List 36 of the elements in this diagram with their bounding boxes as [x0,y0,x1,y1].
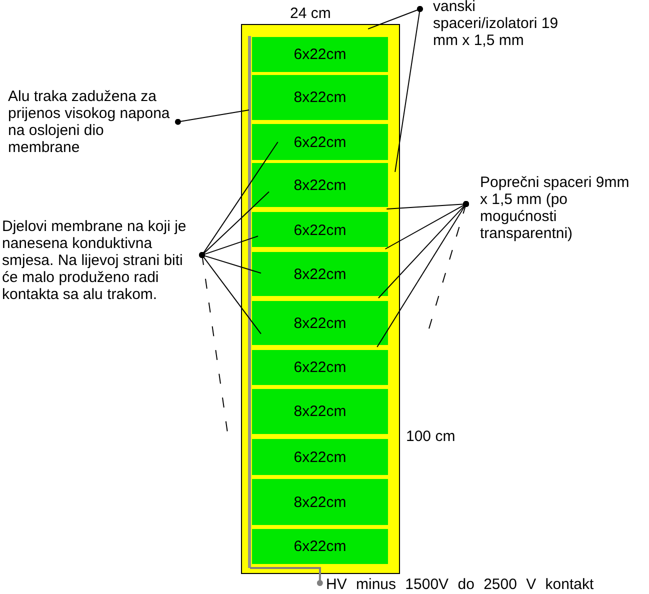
membrane-strip [252,75,388,120]
membrane-strip [252,439,388,475]
callout-text: vanski spaceri/izolatori 19 mm x 1,5 mm [433,0,558,49]
strip-size-label: 6x22cm [294,222,346,238]
aluminium-strip [248,36,251,568]
dimension-label: 24 cm [290,5,331,22]
membrane-strip [252,389,388,434]
callout-text: Djelovi membrane na koji je nanesena konduktivna smjesa. Na lijevoj strani biti će malo produženo radi kontakta sa alu trakom. [2,218,186,303]
strip-size-label: 6x22cm [294,538,346,555]
membrane-strip [252,252,388,297]
leader-line [394,6,423,172]
membrane-strip [252,163,388,208]
strip-size-label: 6x22cm [294,358,346,376]
strip-size-label: 8x22cm [294,266,346,283]
strip-size-label: 8x22cm [294,315,346,332]
outer-frame [241,24,400,574]
leader-line [250,567,323,586]
strip-size-label: 8x22cm [294,403,346,420]
membrane-strip [252,37,388,72]
callout-text: Alu traka zadužena za prijenos visokog napona na oslojeni dio membrane [8,88,170,156]
strip-size-label: 8x22cm [294,177,346,194]
membrane-strip [252,212,388,248]
callout-text: Poprečni spaceri 9mm x 1,5 mm (po mogućnosti transparentni) [480,174,630,242]
membrane-strip [252,479,388,525]
callout-text: HV minus 1500V do 2500 V kontakt [326,576,594,593]
membrane-strip [252,529,388,564]
strip-size-label: 8x22cm [294,494,346,510]
membrane-strip [252,301,388,346]
strip-size-label: 6x22cm [294,46,346,63]
transverse-spacer [252,345,388,350]
strip-size-label: 6x22cm [294,448,346,466]
dimension-label: 100 cm [406,428,456,445]
strip-size-label: 8x22cm [294,89,346,106]
membrane-strip [252,349,388,385]
strip-size-label: 6x22cm [294,134,346,150]
membrane-strip [252,124,388,160]
